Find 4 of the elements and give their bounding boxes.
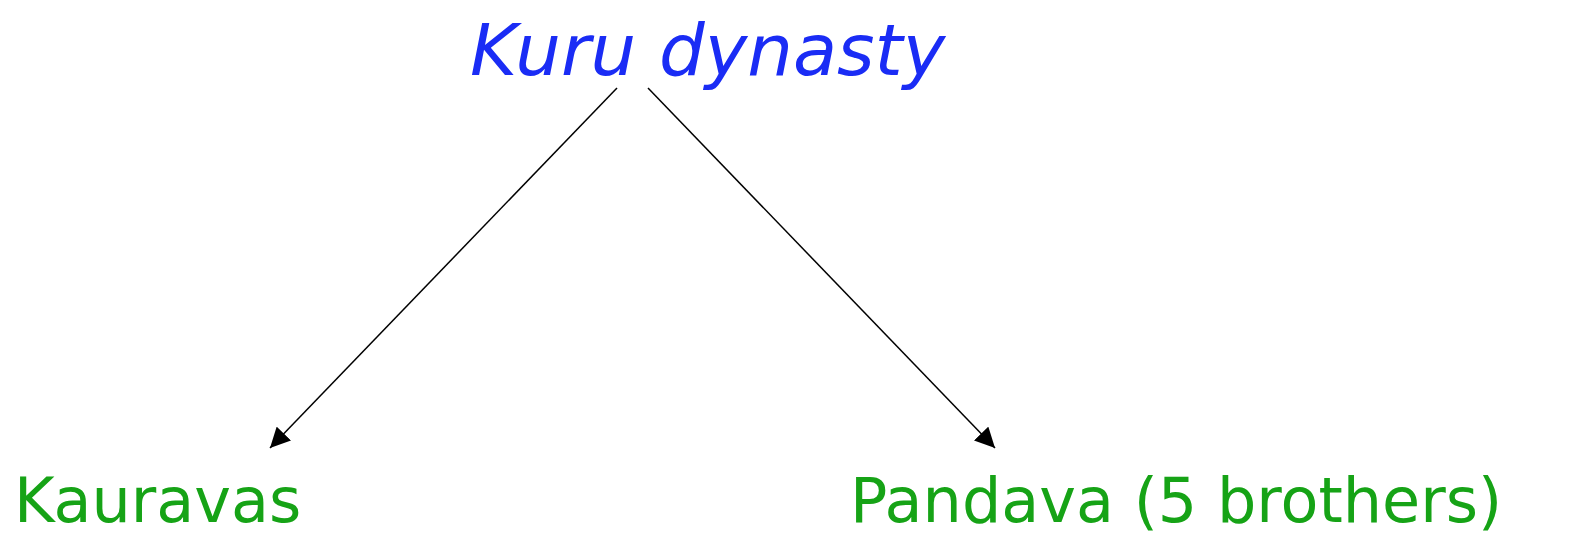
- node-label: Pandava (5 brothers): [850, 470, 1503, 532]
- node-label: Kauravas: [14, 470, 302, 532]
- arrow: [269, 87, 618, 449]
- arrow: [647, 87, 996, 449]
